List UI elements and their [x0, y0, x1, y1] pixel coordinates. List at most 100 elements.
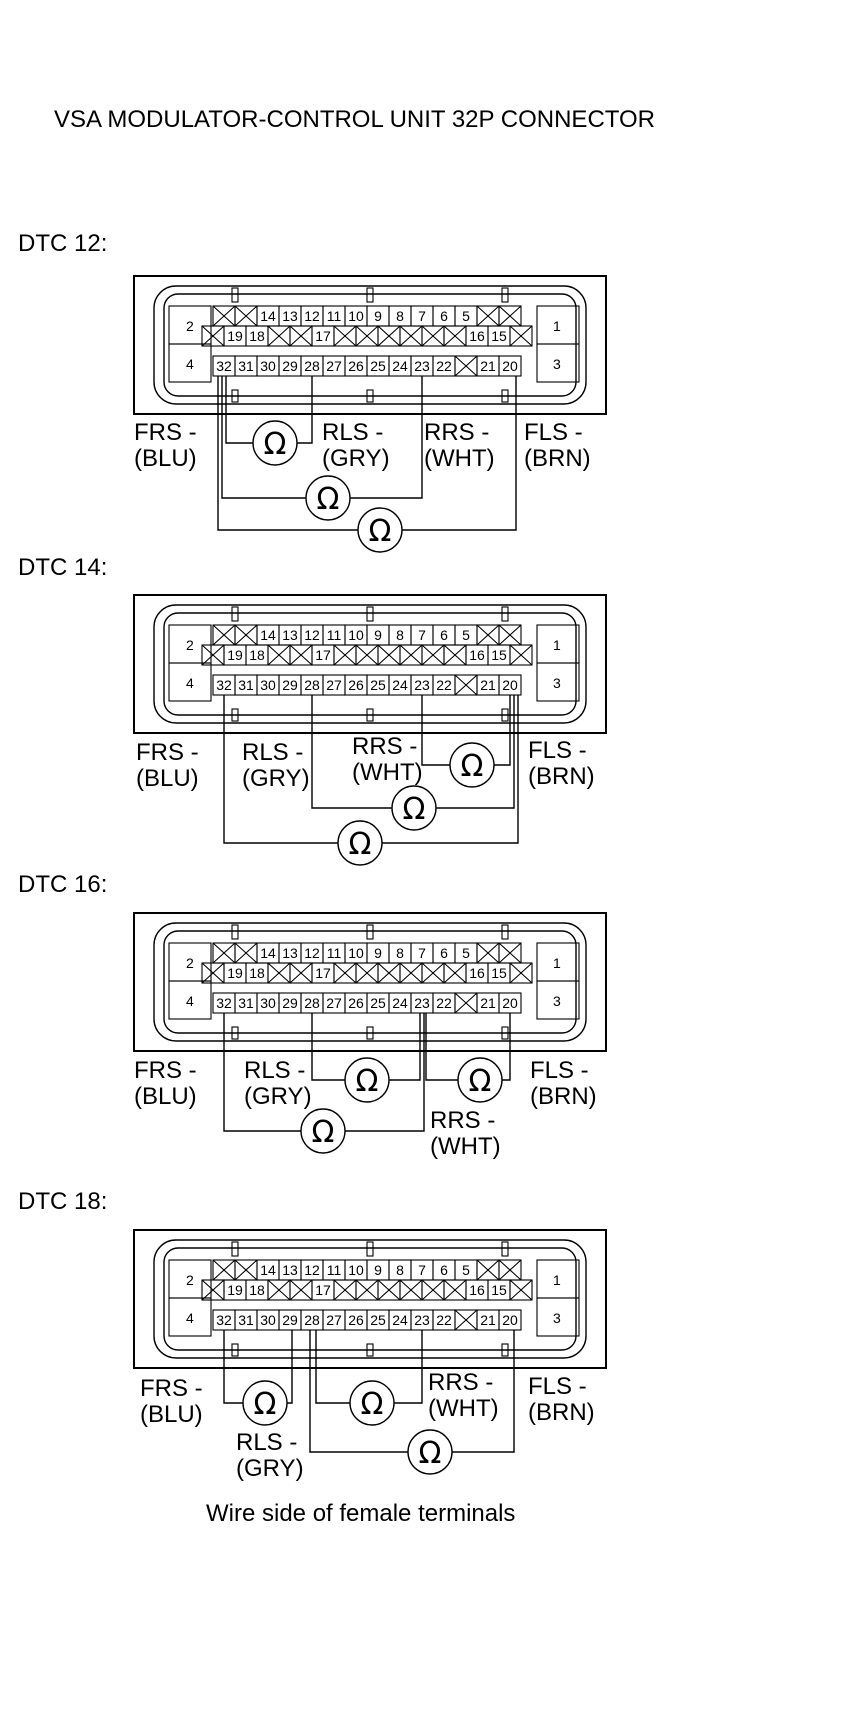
pin-label-31: 31	[238, 358, 254, 374]
pin-cell-mid	[509, 962, 533, 984]
connector-key-top	[231, 924, 239, 940]
connector-housing	[133, 912, 607, 1052]
pin-label-21: 21	[480, 1312, 496, 1328]
pin-label-7: 7	[418, 308, 426, 324]
pin-label-31: 31	[238, 995, 254, 1011]
pin-label-27: 27	[326, 995, 342, 1011]
pin-cell-bottom	[498, 1309, 522, 1331]
pin-cell-mid	[509, 644, 533, 666]
connector-key-top	[366, 1241, 374, 1257]
dtc-14-label: DTC 14:	[18, 554, 108, 581]
pin-blank-x	[355, 644, 379, 666]
corner-label-4: 4	[186, 356, 194, 372]
pin-blank-x	[267, 644, 291, 666]
pin-label-5: 5	[462, 945, 470, 961]
ohmmeter-icon	[344, 1057, 390, 1103]
fls-label-dtc16: FLS -(BRN)	[530, 1057, 597, 1110]
pin-label-25: 25	[370, 677, 386, 693]
frs-label-dtc18: FRS -(BLU)	[140, 1375, 203, 1428]
pin-label-27: 27	[326, 1312, 342, 1328]
pin-label-18: 18	[249, 965, 265, 981]
pin-cell-mid	[509, 1279, 533, 1301]
rrs-label-dtc12: RRS -(WHT)	[424, 419, 495, 472]
pin-blank-x	[454, 1309, 478, 1331]
corner-label-1: 1	[553, 637, 561, 653]
pin-label-30: 30	[260, 358, 276, 374]
pin-blank-x	[289, 644, 313, 666]
pin-label-12: 12	[304, 945, 320, 961]
corner-cell-3	[536, 1297, 580, 1337]
corner-label-4: 4	[186, 1310, 194, 1326]
pin-blank-x	[212, 1259, 236, 1281]
pin-label-6: 6	[440, 627, 448, 643]
pin-blank-x	[377, 1279, 401, 1301]
pin-blank-x	[267, 962, 291, 984]
pin-label-6: 6	[440, 945, 448, 961]
pin-blank-x	[443, 962, 467, 984]
connector-outline-inner	[163, 930, 577, 1034]
pin-label-20: 20	[502, 358, 518, 374]
pin-label-14: 14	[260, 308, 276, 324]
pin-cell-bottom	[498, 355, 522, 377]
pin-blank-x	[454, 674, 478, 696]
connector-key-top	[231, 287, 239, 303]
ohm-symbol: Ω	[356, 1064, 379, 1099]
corner-cell-4	[168, 662, 212, 702]
pin-label-5: 5	[462, 308, 470, 324]
rls-label-dtc18: RLS -(GRY)	[236, 1429, 304, 1482]
pin-blank-x	[498, 942, 522, 964]
pin-blank-x	[476, 942, 500, 964]
pin-label-6: 6	[440, 308, 448, 324]
pin-label-6: 6	[440, 1262, 448, 1278]
pin-label-24: 24	[392, 995, 408, 1011]
pin-blank-x	[377, 962, 401, 984]
connector-key-bottom	[501, 1343, 509, 1357]
pin-label-21: 21	[480, 677, 496, 693]
pin-blank-x	[421, 644, 445, 666]
ohm-symbol: Ω	[419, 1436, 442, 1471]
pin-label-31: 31	[238, 1312, 254, 1328]
corner-cell-3	[536, 343, 580, 383]
dtc-16-label: DTC 16:	[18, 871, 108, 898]
pin-blank-x	[201, 644, 225, 666]
pin-label-27: 27	[326, 677, 342, 693]
connector-key-top	[231, 606, 239, 622]
pin-label-31: 31	[238, 677, 254, 693]
connector-key-bottom	[231, 389, 239, 403]
pin-blank-x	[498, 1259, 522, 1281]
pin-label-29: 29	[282, 677, 298, 693]
ohmmeter-icon	[407, 1429, 453, 1475]
dtc-18-label: DTC 18:	[18, 1188, 108, 1215]
rrs-label-dtc14: RRS -(WHT)	[352, 733, 423, 786]
pin-label-28: 28	[304, 358, 320, 374]
pin-label-30: 30	[260, 995, 276, 1011]
pin-label-29: 29	[282, 358, 298, 374]
pin-label-10: 10	[348, 945, 364, 961]
corner-label-3: 3	[553, 356, 561, 372]
pin-label-11: 11	[327, 1262, 342, 1278]
connector-key-bottom	[231, 708, 239, 722]
pin-label-11: 11	[327, 945, 342, 961]
pin-blank-x	[399, 644, 423, 666]
pin-label-5: 5	[462, 627, 470, 643]
pin-label-9: 9	[374, 627, 382, 643]
pin-blank-x	[399, 325, 423, 347]
connector-key-bottom	[501, 708, 509, 722]
rls-label-dtc14: RLS -(GRY)	[242, 739, 310, 792]
connector-outline-outer	[153, 1239, 587, 1359]
pin-blank-x	[509, 325, 533, 347]
pin-blank-x	[498, 305, 522, 327]
pin-label-32: 32	[216, 358, 232, 374]
connector-key-top	[501, 1241, 509, 1257]
rrs-label-dtc16: RRS -(WHT)	[430, 1107, 501, 1160]
corner-cell-3	[536, 980, 580, 1020]
pin-blank-x	[234, 1259, 258, 1281]
pin-label-10: 10	[348, 1262, 364, 1278]
pin-blank-x	[212, 942, 236, 964]
pin-label-12: 12	[304, 1262, 320, 1278]
pin-label-24: 24	[392, 358, 408, 374]
pin-label-24: 24	[392, 1312, 408, 1328]
pin-label-14: 14	[260, 1262, 276, 1278]
pin-label-17: 17	[315, 965, 331, 981]
